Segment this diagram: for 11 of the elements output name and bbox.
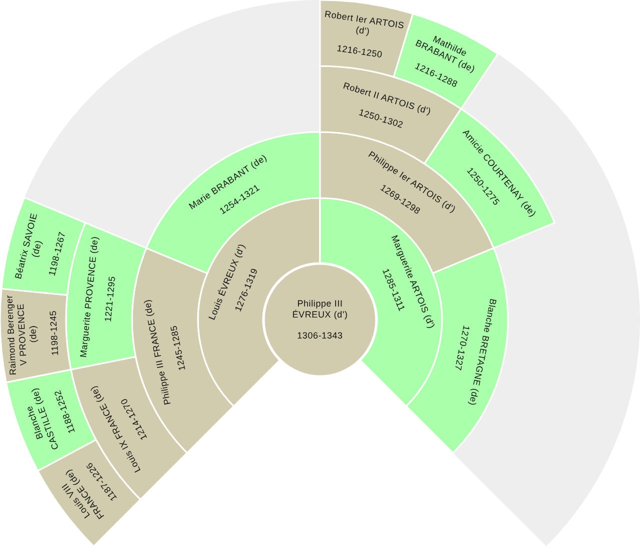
life-dates: 1245-1285 xyxy=(168,324,188,372)
life-dates: 1198-1245 xyxy=(48,310,62,356)
life-dates: 1306-1343 xyxy=(297,330,343,342)
life-dates: 1216-1250 xyxy=(336,43,384,61)
person-name: Philippe III ÉVREUX (d') xyxy=(291,298,349,320)
life-dates: 1270-1327 xyxy=(452,324,472,372)
person-name: Raimond Berenger V PROVENCE (de) xyxy=(4,294,40,376)
person-name: Robert Ier ARTOIS (d') xyxy=(323,8,406,39)
person-name: Marguerite PROVENCE (de) xyxy=(78,236,102,358)
life-dates: 1221-1295 xyxy=(102,276,118,323)
person-name: Béatrix SAVOIE (de) xyxy=(12,211,44,282)
